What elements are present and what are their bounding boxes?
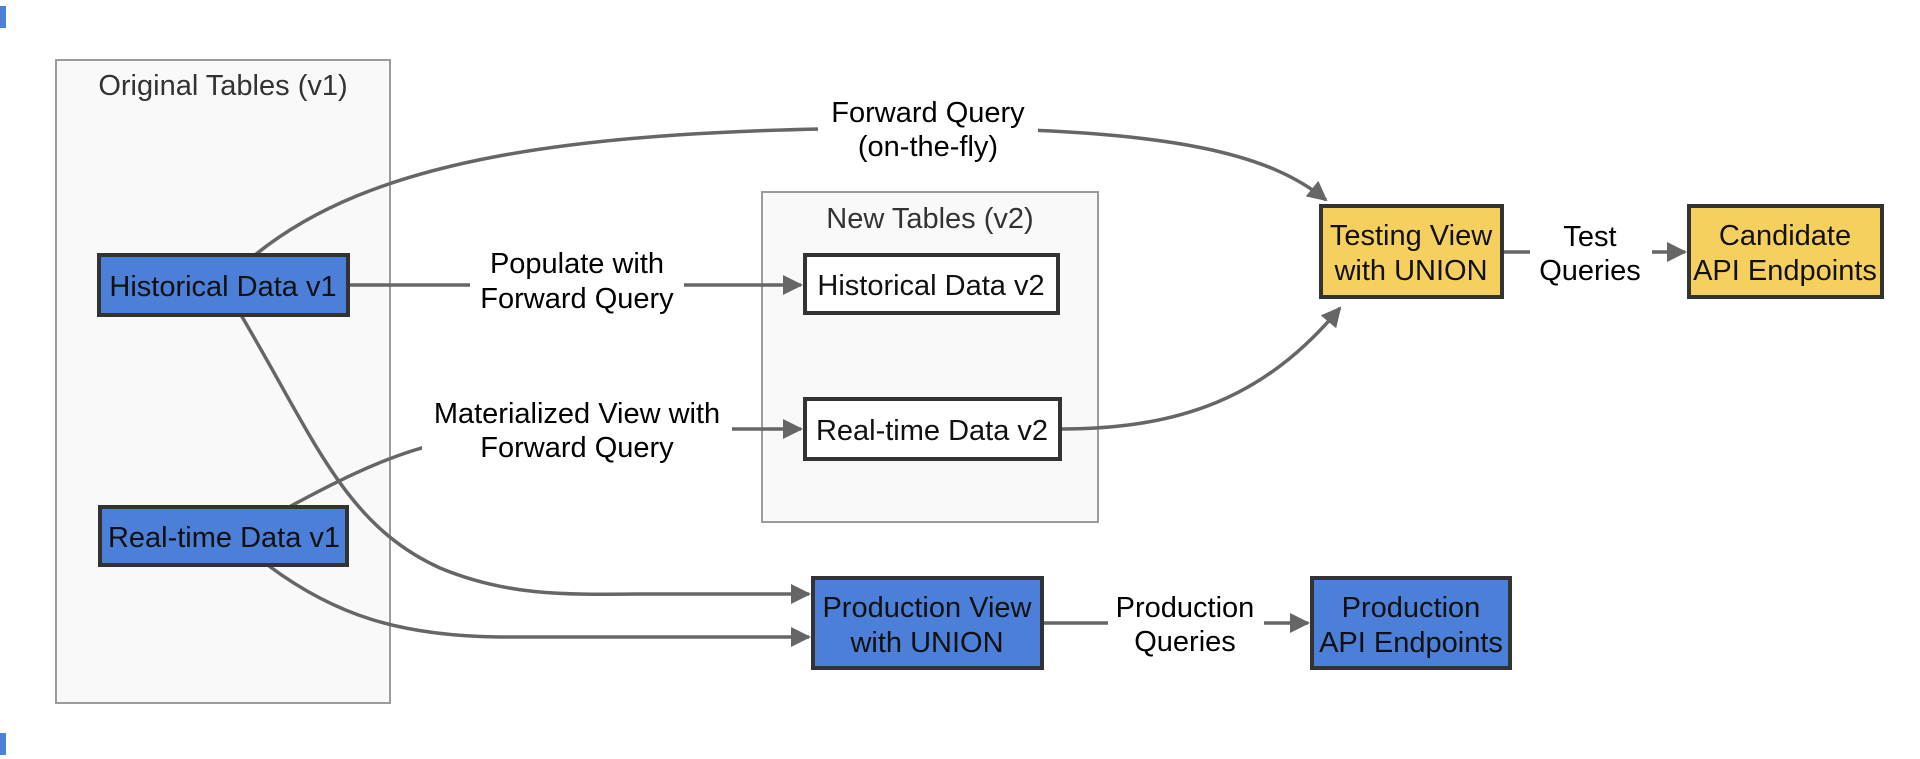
edge-realtime-v2-to-testing <box>1059 306 1342 431</box>
svg-text:Real-time Data v2: Real-time Data v2 <box>816 415 1048 447</box>
svg-text:Materialized View with: Materialized View with <box>434 398 720 430</box>
edge-historical-to-production <box>239 314 811 604</box>
cluster-new-tables: New Tables (v2) <box>761 191 1099 523</box>
nodes: Historical Data v1 Real-time Data v1 His… <box>97 204 1884 670</box>
svg-text:Historical Data v1: Historical Data v1 <box>109 271 336 303</box>
window-edge-artifact-bottom <box>0 733 6 755</box>
svg-text:with UNION: with UNION <box>1333 255 1487 287</box>
svg-text:Forward Query: Forward Query <box>831 97 1025 129</box>
node-historical-data-v1: Historical Data v1 <box>97 253 350 317</box>
svg-text:Production: Production <box>1116 592 1255 624</box>
svg-text:API Endpoints: API Endpoints <box>1693 255 1877 287</box>
svg-text:(on-the-fly): (on-the-fly) <box>858 131 998 163</box>
node-historical-data-v2: Historical Data v2 <box>803 253 1060 315</box>
edge-label-production-queries: Production Queries <box>1108 590 1264 658</box>
svg-text:Populate with: Populate with <box>490 248 664 280</box>
svg-text:Historical Data v2: Historical Data v2 <box>817 270 1044 302</box>
svg-text:Forward Query: Forward Query <box>480 283 674 315</box>
svg-text:with UNION: with UNION <box>849 627 1003 659</box>
edge-label-materialized: Materialized View with Forward Query <box>422 398 732 464</box>
node-production-api-endpoints: Production API Endpoints <box>1310 576 1512 670</box>
node-realtime-data-v1: Real-time Data v1 <box>98 505 349 567</box>
node-production-view: Production View with UNION <box>811 576 1044 670</box>
edge-label-populate: Populate with Forward Query <box>470 246 684 316</box>
svg-text:Queries: Queries <box>1539 255 1641 287</box>
window-edge-artifact-top <box>0 6 6 28</box>
edge-labels: Forward Query (on-the-fly) Populate with… <box>422 96 1652 658</box>
svg-text:Real-time Data v1: Real-time Data v1 <box>108 522 340 554</box>
svg-text:API Endpoints: API Endpoints <box>1319 627 1503 659</box>
edge-realtime-to-production <box>267 564 811 647</box>
node-candidate-api-endpoints: Candidate API Endpoints <box>1687 204 1884 299</box>
svg-text:Production View: Production View <box>822 592 1032 624</box>
svg-text:Test: Test <box>1563 221 1616 253</box>
svg-text:Testing View: Testing View <box>1330 220 1493 252</box>
cluster-new-tables-title: New Tables (v2) <box>826 203 1033 235</box>
edge-label-test-queries: Test Queries <box>1530 220 1652 287</box>
node-testing-view: Testing View with UNION <box>1319 204 1504 299</box>
edge-label-forward-query: Forward Query (on-the-fly) <box>818 96 1038 163</box>
cluster-original-tables: Original Tables (v1) <box>55 59 391 704</box>
svg-text:Candidate: Candidate <box>1719 220 1851 252</box>
cluster-original-tables-title: Original Tables (v1) <box>98 70 347 102</box>
node-realtime-data-v2: Real-time Data v2 <box>803 397 1062 461</box>
svg-text:Forward Query: Forward Query <box>480 432 674 464</box>
svg-text:Production: Production <box>1342 592 1481 624</box>
svg-text:Queries: Queries <box>1134 626 1236 658</box>
